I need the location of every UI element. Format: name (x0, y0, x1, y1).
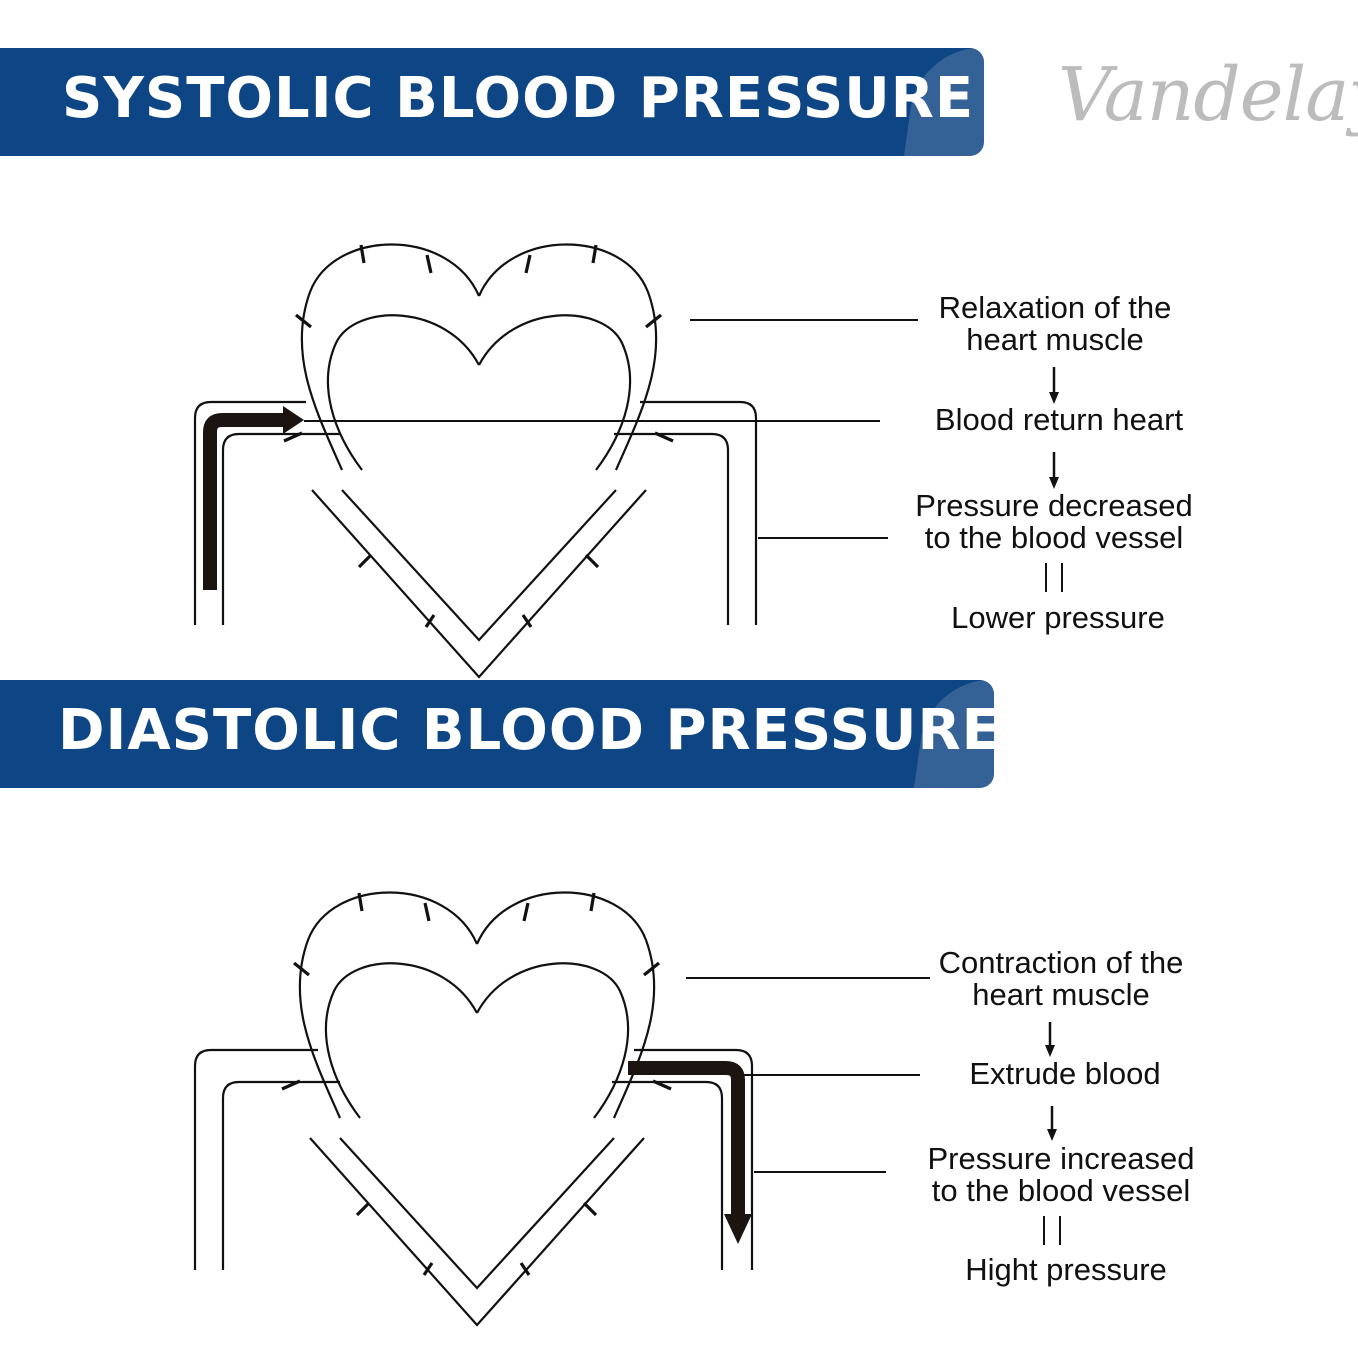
step-text: Blood return heart (934, 402, 1184, 437)
diastolic-step-1: Contraction of the heart muscle (920, 947, 1202, 1011)
step-text: heart muscle (972, 977, 1150, 1012)
systolic-flow-arrow-icon (203, 406, 304, 590)
step-text: Relaxation of the (938, 290, 1172, 325)
systolic-heart (193, 242, 758, 679)
step-text: Contraction of the (938, 945, 1184, 980)
diastolic-step-arrows (1043, 1022, 1061, 1245)
diastolic-title: DIASTOLIC BLOOD PRESSURE (58, 698, 994, 763)
diastolic-banner: DIASTOLIC BLOOD PRESSURE (0, 680, 994, 788)
step-text: heart muscle (966, 322, 1144, 357)
systolic-title: SYSTOLIC BLOOD PRESSURE (62, 66, 975, 131)
diastolic-heart (193, 890, 754, 1327)
diastolic-step-4: Hight pressure (930, 1254, 1202, 1286)
systolic-step-4: Lower pressure (920, 602, 1196, 634)
diastolic-leader-lines (686, 977, 930, 1173)
diastolic-step-3: Pressure increased to the blood vessel (905, 1143, 1217, 1207)
systolic-banner: SYSTOLIC BLOOD PRESSURE (0, 48, 984, 156)
step-text: Extrude blood (969, 1056, 1161, 1091)
systolic-step-3: Pressure decreased to the blood vessel (895, 490, 1213, 554)
step-text: to the blood vessel (931, 1173, 1191, 1208)
diastolic-flow-arrow-icon (628, 1061, 752, 1244)
systolic-step-2: Blood return heart (900, 404, 1218, 436)
step-text: Pressure increased (927, 1141, 1195, 1176)
step-text: Lower pressure (951, 600, 1165, 635)
vandelay-logo: Vandelay (1058, 52, 1358, 138)
systolic-step-1: Relaxation of the heart muscle (920, 292, 1190, 356)
step-text: Pressure decreased (915, 488, 1193, 523)
step-text: to the blood vessel (924, 520, 1184, 555)
systolic-leader-lines (304, 319, 918, 539)
systolic-step-arrows (1045, 367, 1063, 592)
step-text: Hight pressure (965, 1252, 1167, 1287)
diastolic-step-2: Extrude blood (930, 1058, 1200, 1090)
